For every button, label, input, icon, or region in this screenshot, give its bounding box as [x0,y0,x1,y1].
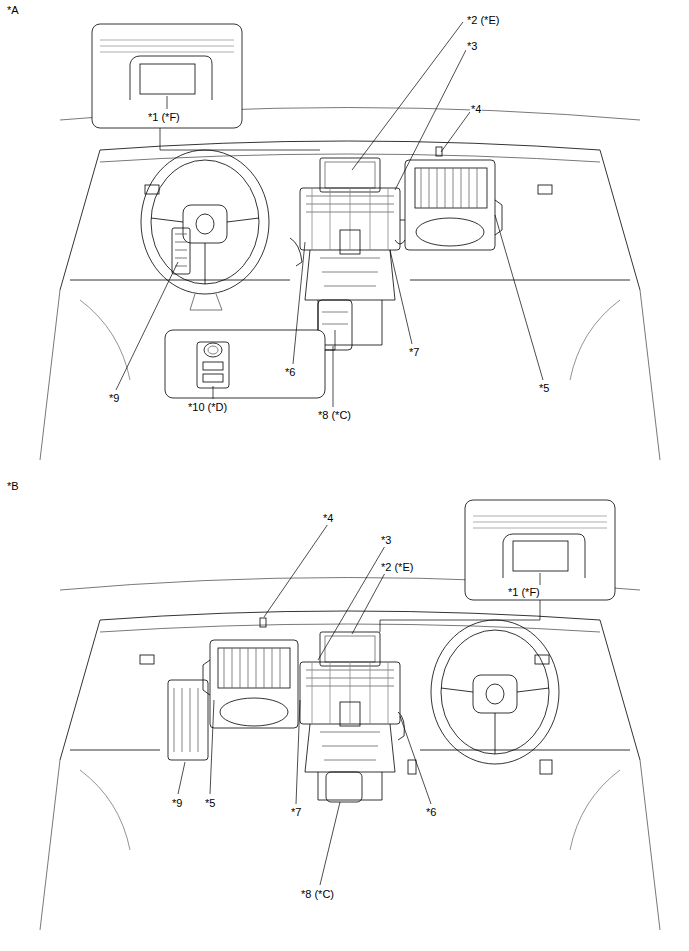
callout-number: *2 (*E) [380,561,414,574]
callout-number: *6 [284,366,296,379]
callout-number: *5 [204,797,216,810]
callout-number: *3 [380,534,392,547]
callout-number: *8 (*C) [317,409,352,422]
callout-number: *7 [290,806,302,819]
callout-number: *4 [322,512,334,525]
callout-number: *7 [408,346,420,359]
view-a [40,24,660,460]
callout-number: *5 [538,382,550,395]
view-b [40,500,660,930]
callout-number: *1 (*F) [147,111,181,124]
callout-number: *6 [425,806,437,819]
leader-lines-a [116,22,543,407]
callout-number: *2 (*E) [466,14,500,27]
callout-number: *9 [171,797,183,810]
callout-number: *1 (*F) [507,586,541,599]
callout-number: *B [6,480,20,493]
callout-number: *8 (*C) [300,888,335,901]
leader-lines-b [178,524,540,885]
callout-number: *9 [108,392,120,405]
callout-number: *A [6,4,20,17]
callout-number: *10 (*D) [187,401,228,414]
callout-number: *4 [470,103,482,116]
callout-number: *3 [466,40,478,53]
